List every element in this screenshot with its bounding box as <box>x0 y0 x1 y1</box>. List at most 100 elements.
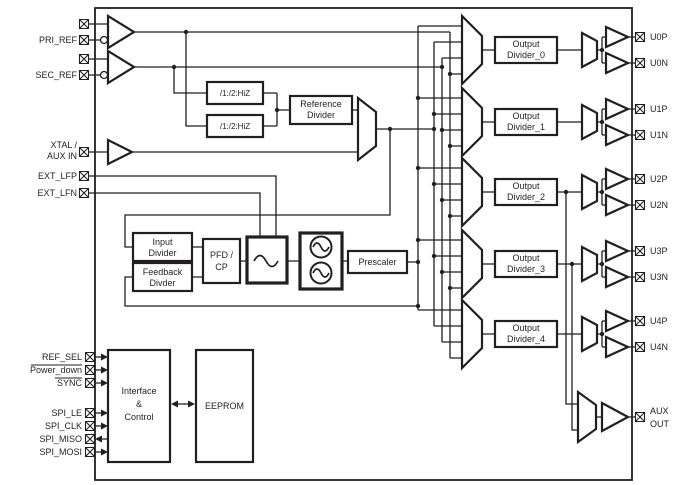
wires-ext-loop-filter <box>88 175 277 237</box>
pin-sec-ref-p <box>78 53 90 65</box>
channel-mux-0 <box>580 31 599 69</box>
feedback-divider-block <box>131 261 194 293</box>
spi-miso-arrow <box>95 435 102 443</box>
control-arrows <box>95 353 195 456</box>
right-pins <box>634 31 646 423</box>
output-divider-3-label-2: Divider_3 <box>507 264 545 274</box>
wires-mux-input-stubs <box>418 25 462 359</box>
u0n-buffer <box>604 51 631 75</box>
power-down-arrow <box>101 366 108 374</box>
junction-dot <box>447 213 453 219</box>
eeprom-link-arrow-right <box>188 400 195 408</box>
pin-u4n <box>634 341 646 353</box>
aux-mux <box>576 389 598 445</box>
loop-filter-block <box>245 235 289 285</box>
pin-ext-lfn <box>78 187 90 199</box>
interface-control-label-3: Control <box>124 412 153 422</box>
pin-ref-sel <box>84 351 96 363</box>
junction-dots <box>171 29 605 337</box>
pfd-cp-block <box>201 237 242 285</box>
pfd-cp-label-2: CP <box>215 262 228 272</box>
hiz-divider-1-block <box>205 80 265 106</box>
pin-power-down <box>84 364 96 376</box>
wires-aux-output <box>565 192 636 431</box>
u2p-label: U2P <box>650 174 668 184</box>
junction-dot <box>431 126 437 132</box>
sync-arrow <box>101 379 108 387</box>
aux-out-label-2: OUT <box>650 419 670 429</box>
channel-mux-4 <box>580 315 599 353</box>
pri-ref-label: PRI_REF <box>39 35 78 45</box>
u1n-buffer <box>604 123 631 147</box>
input-divider-label-2: Divider <box>148 248 176 258</box>
output-divider-2-label-1: Output <box>512 181 540 191</box>
spi-mosi-arrow <box>101 448 108 456</box>
output-divider-0-label-1: Output <box>512 39 540 49</box>
junction-dot <box>274 107 280 113</box>
u0p-buffer <box>604 25 631 49</box>
output-divider-1-label-1: Output <box>512 111 540 121</box>
interface-control-label-1: Interface <box>121 386 156 396</box>
ref-sel-label: REF_SEL <box>42 352 82 362</box>
pin-spi-clk <box>84 420 96 432</box>
pin-xtal-aux-in <box>78 146 90 158</box>
pin-spi-le <box>84 407 96 419</box>
feedback-divider-label-1: Feedback <box>143 267 183 277</box>
u0p-label: U0P <box>650 32 668 42</box>
input-divider-label-1: Input <box>152 237 173 247</box>
aux-buffer <box>600 401 631 433</box>
spi-le-label: SPI_LE <box>51 408 82 418</box>
ref-sel-arrow <box>101 353 108 361</box>
junction-dot <box>447 285 453 291</box>
eeprom-block <box>194 348 255 464</box>
junction-dot <box>171 64 177 70</box>
output-mux-1 <box>460 85 484 159</box>
u4p-buffer <box>604 309 631 333</box>
u2n-buffer <box>604 193 631 217</box>
pin-spi-miso <box>84 433 96 445</box>
output-divider-4-label-2: Divider_4 <box>507 334 545 344</box>
junction-dot <box>599 47 605 53</box>
right-pin-labels: U0P U0N U1P U1N U2P U2N U3P U3N U4P U4N … <box>650 32 670 429</box>
junction-dot <box>183 29 189 35</box>
pin-u1p <box>634 103 646 115</box>
channel-mux-1 <box>580 103 599 141</box>
u0n-label: U0N <box>650 58 668 68</box>
junction-dot <box>439 269 445 275</box>
junction-dot <box>447 71 453 77</box>
left-pins <box>78 18 96 458</box>
junction-dot <box>431 181 437 187</box>
signal-wires <box>31 23 636 453</box>
power-down-label: Power_down <box>30 365 82 375</box>
reference-divider-label-1: Reference <box>300 99 342 109</box>
output-divider-0-label-2: Divider_0 <box>507 50 545 60</box>
junction-dot <box>415 259 421 265</box>
u2n-label: U2N <box>650 200 668 210</box>
hiz-divider-1-label: /1:/2:HiZ <box>220 89 250 98</box>
u1p-label: U1P <box>650 104 668 114</box>
wires-reference-path <box>124 31 450 248</box>
sec-ref-invert-bubble <box>99 70 109 80</box>
loop-filter-wave-icon <box>253 254 279 268</box>
output-divider-3-label-1: Output <box>512 253 540 263</box>
output-mux-3 <box>460 227 484 301</box>
u3p-label: U3P <box>650 246 668 256</box>
input-divider-block <box>131 231 194 263</box>
reference-mux <box>356 95 378 163</box>
ext-lfn-label: EXT_LFN <box>37 188 77 198</box>
u4n-label: U4N <box>650 342 668 352</box>
wires-control <box>94 356 193 453</box>
pin-pri-ref-p <box>78 18 90 30</box>
junction-dot <box>599 331 605 337</box>
pin-spi-mosi <box>84 446 96 458</box>
xtal-aux-buffer <box>106 138 135 166</box>
channel-mux-2 <box>580 173 599 211</box>
u2p-buffer <box>604 167 631 191</box>
output-divider-4-block <box>493 319 559 349</box>
junction-dot <box>439 127 445 133</box>
junction-dot <box>415 95 421 101</box>
junction-dot <box>599 189 605 195</box>
interface-control-label-2: & <box>136 399 142 409</box>
pin-u2n <box>634 199 646 211</box>
